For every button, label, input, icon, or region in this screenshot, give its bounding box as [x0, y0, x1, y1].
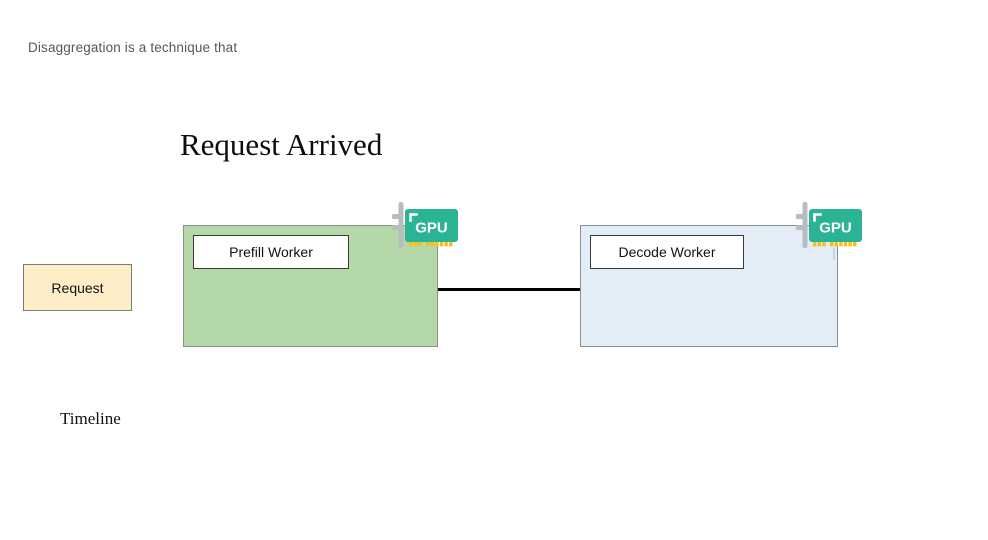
caption-text: Disaggregation is a technique that [28, 40, 238, 55]
request-label: Request [51, 279, 104, 296]
prefill-worker-panel: Prefill Worker [183, 225, 438, 347]
worker-connector-line [438, 288, 581, 291]
gpu-icon-label: GPU [819, 220, 852, 237]
gpu-icon-label: GPU [415, 220, 448, 237]
gpu-icon: GPU [390, 201, 462, 253]
gpu-icon: GPU [794, 201, 866, 253]
prefill-worker-label: Prefill Worker [229, 244, 313, 260]
decode-worker-label: Decode Worker [618, 244, 716, 260]
decode-worker-nameplate: Decode Worker [590, 235, 744, 269]
prefill-worker-nameplate: Prefill Worker [193, 235, 349, 269]
timeline-label: Timeline [60, 409, 121, 428]
scene-title: Request Arrived [180, 127, 383, 162]
gpu-lead-line [833, 248, 835, 260]
decode-worker-panel: Decode Worker [580, 225, 838, 347]
request-box: Request [23, 264, 132, 311]
